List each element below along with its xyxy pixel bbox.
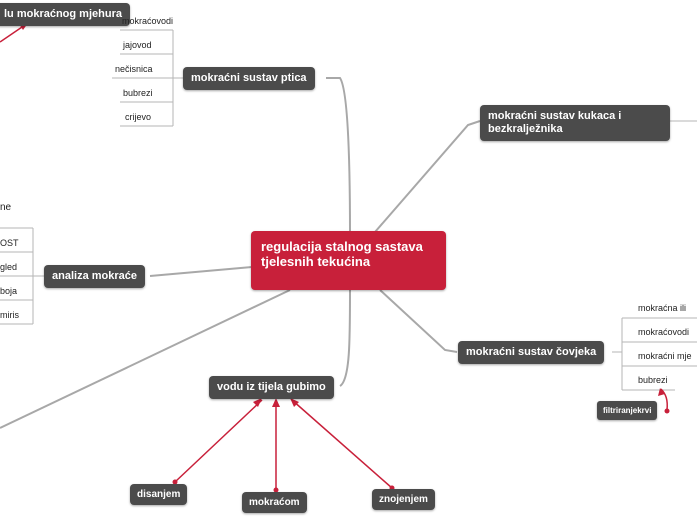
leaf-analiza-boja[interactable]: boja: [0, 286, 18, 296]
branch-mokracni-sustav-ptica[interactable]: mokraćni sustav ptica: [183, 67, 315, 90]
node-disanjem[interactable]: disanjem: [130, 484, 188, 505]
leaf-analiza-gled[interactable]: gled: [0, 262, 18, 272]
connector-covjeka: [379, 289, 458, 353]
branch-mokracni-sustav-kukaca[interactable]: mokraćni sustav kukaca i bezkralježnika: [480, 105, 670, 141]
arrow-mjehura: [0, 24, 26, 43]
arrow-disanjem: [174, 399, 263, 483]
arrow-znojenjem: [291, 399, 393, 489]
leaf-ptica-bubrezi[interactable]: bubrezi: [123, 88, 153, 98]
connector-vodu: [339, 289, 351, 387]
arrow-filtriranje: [660, 388, 668, 411]
branch-mokracnog-mjehura[interactable]: lu mokraćnog mjehura: [0, 3, 130, 26]
node-znojenjem[interactable]: znojenjem: [372, 489, 435, 510]
leaf-analiza-miris[interactable]: miris: [0, 310, 19, 320]
branch-analiza-mokrace[interactable]: analiza mokraće: [44, 265, 145, 288]
leaf-ptica-crijevo[interactable]: crijevo: [125, 112, 152, 122]
node-filtriranje-krvi[interactable]: filtriranjekrvi: [597, 401, 658, 420]
branch-mokracni-sustav-covjeka[interactable]: mokraćni sustav čovjeka: [458, 341, 605, 364]
branch-vodu-iz-tijela-gubimo[interactable]: vodu iz tijela gubimo: [209, 376, 334, 399]
connector-analiza: [149, 266, 253, 277]
node-mokracom[interactable]: mokraćom: [242, 492, 307, 513]
leaf-ptica-jajovod[interactable]: jajovod: [123, 40, 152, 50]
leaf-covjeka-bubrezi[interactable]: bubrezi: [638, 375, 668, 385]
leaf-covjeka-mokracovodi[interactable]: mokraćovodi: [638, 327, 690, 337]
leaf-ptica-mokracovodi[interactable]: mokraćovodi: [122, 16, 174, 26]
bracket-analiza-leaves: [0, 227, 33, 325]
bracket-covjeka-leaves: [622, 317, 697, 391]
connector-offscreen: [0, 289, 291, 429]
leaf-covjeka-mokracna[interactable]: mokraćna ili: [638, 303, 687, 313]
bracket-ptica-leaves: [112, 29, 173, 127]
central-topic[interactable]: regulacija stalnog sastava tjelesnih tek…: [251, 231, 446, 290]
leaf-ptica-necisnica[interactable]: nečisnica: [115, 64, 153, 74]
leaf-analiza-ost[interactable]: OST: [0, 238, 19, 248]
leaf-covjeka-mokracni-mjehur[interactable]: mokraćni mje: [638, 351, 692, 361]
leaf-analiza-partial-label[interactable]: ne: [0, 202, 12, 213]
connector-kukaca: [374, 120, 481, 233]
connector-ptica: [326, 77, 351, 235]
